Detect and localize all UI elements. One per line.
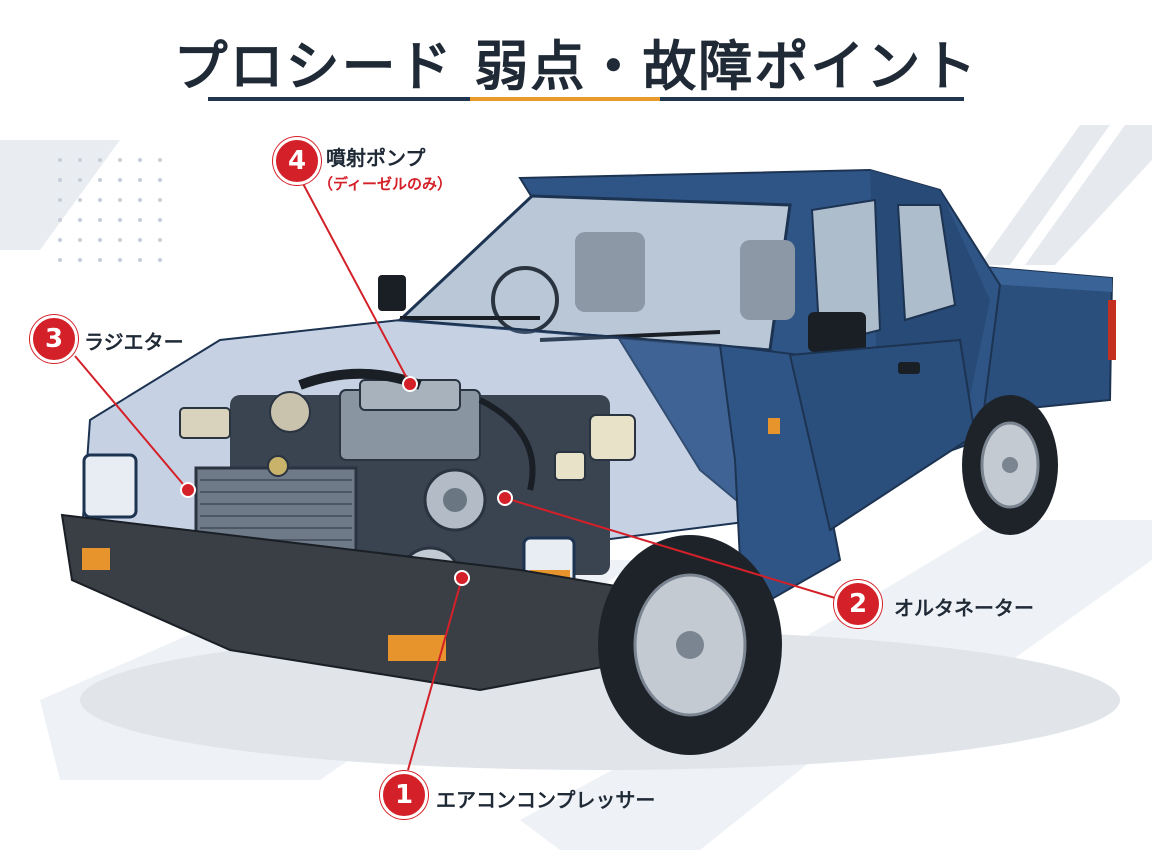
bumper-light-right <box>388 635 446 661</box>
wiper-right <box>539 330 721 342</box>
callout-2-label: オルタネーター <box>894 596 1034 620</box>
title-underline-dark-left <box>208 97 470 101</box>
rear-wheel <box>962 395 1058 535</box>
page-title: プロシード 弱点・故障ポイント <box>173 35 979 98</box>
callout-leaders <box>74 177 836 771</box>
callout-3-label: ラジエター <box>84 330 184 354</box>
callout-dots <box>180 376 513 586</box>
bed-rail <box>960 265 1112 292</box>
tail-light <box>1108 300 1116 360</box>
bumper-light-left <box>82 548 110 570</box>
front-bumper <box>60 513 641 692</box>
callout-4-badge: 4 <box>273 137 321 185</box>
callout-3-badge: 3 <box>30 315 78 363</box>
steering-wheel <box>491 266 559 334</box>
front-wheel <box>598 535 782 755</box>
callout-4-sublabel: （ディーゼルのみ） <box>318 175 452 193</box>
callout-4-label: 噴射ポンプ <box>326 146 426 170</box>
radiator-cap <box>267 455 289 477</box>
seat-right <box>740 240 795 320</box>
side-window <box>810 198 882 347</box>
title-underline-accent <box>470 97 660 101</box>
seat-left <box>575 232 645 312</box>
side-marker <box>768 418 780 434</box>
left-stripe <box>0 140 120 250</box>
right-stripes <box>980 125 1152 265</box>
mirror-right <box>808 312 866 352</box>
door-handle <box>898 362 920 374</box>
callout-1-badge: 1 <box>380 771 428 819</box>
callout-1-label: エアコンコンプレッサー <box>436 788 656 812</box>
alternator-pulley <box>443 488 467 512</box>
dot-pattern <box>58 158 162 262</box>
rear-window <box>896 204 957 322</box>
mirror-left <box>378 275 406 311</box>
headlight-left <box>82 453 138 519</box>
title-underline-dark-right <box>660 97 964 101</box>
callout-2-badge: 2 <box>834 580 882 628</box>
